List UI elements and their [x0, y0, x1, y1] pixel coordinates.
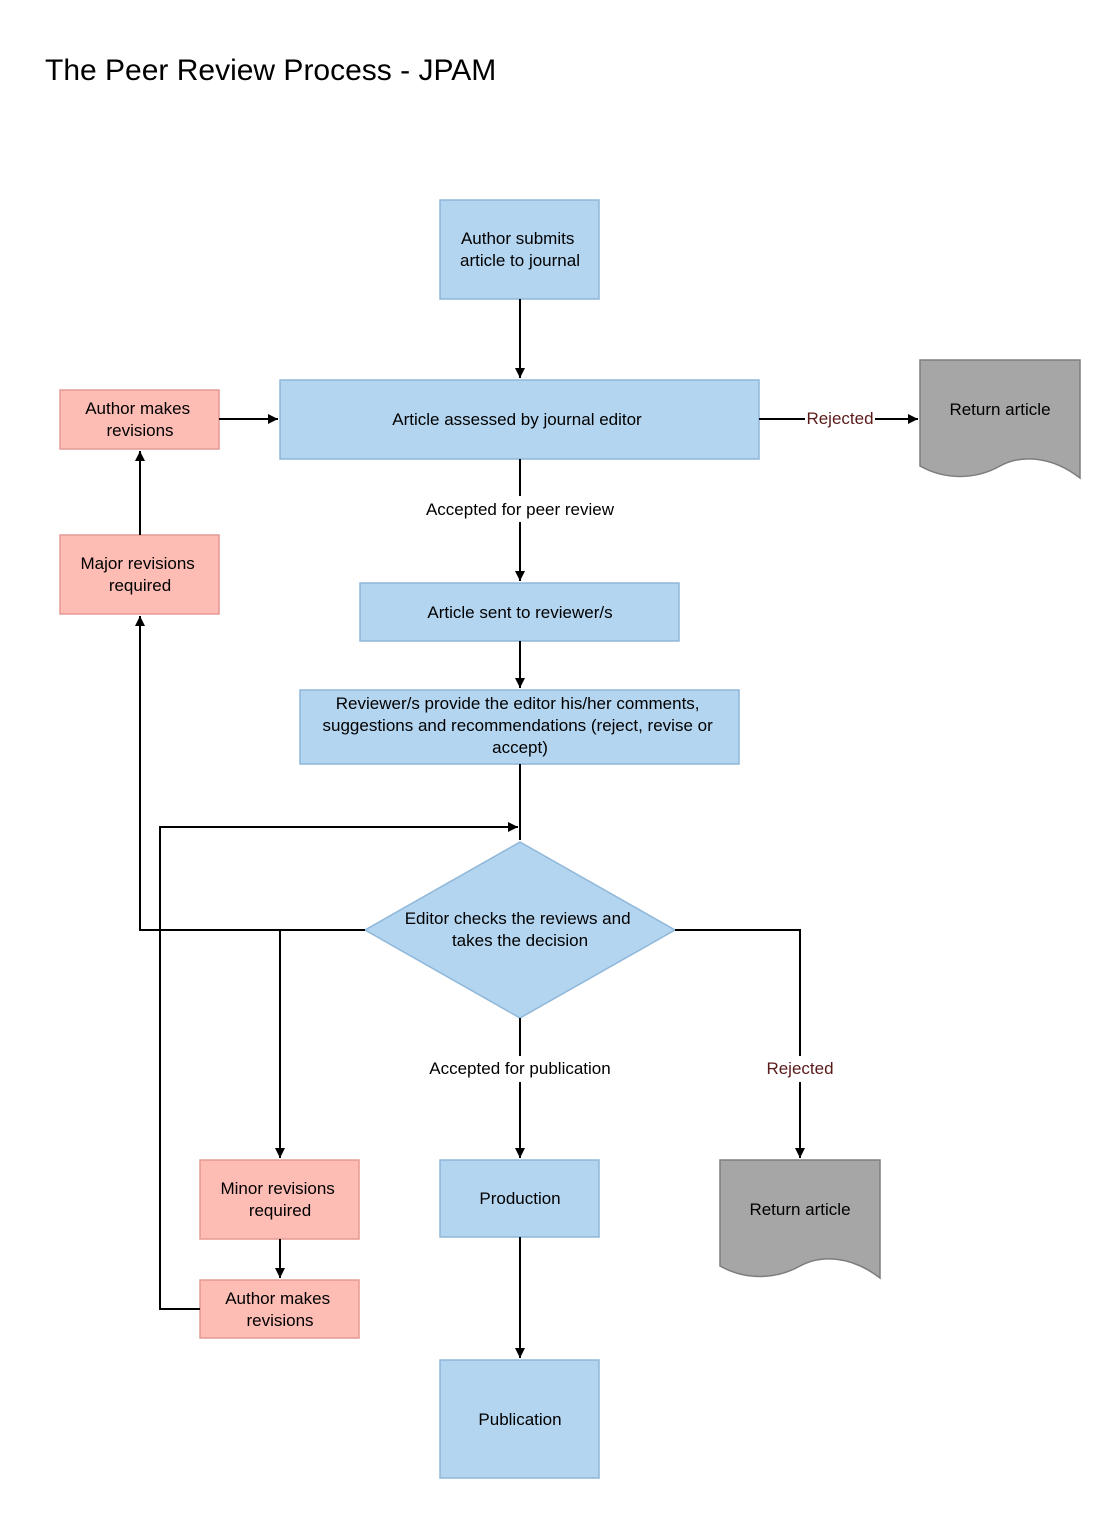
- label-author-makes-revisions-top: Author makes revisions: [85, 399, 195, 440]
- label-production: Production: [479, 1189, 560, 1208]
- label-editor-decision: Editor checks the reviews and takes the …: [405, 909, 636, 950]
- node-minor-revisions[interactable]: [199, 1159, 360, 1240]
- label-return-article-bottom: Return article: [749, 1200, 850, 1219]
- label-author-submits: Author submits article to journal: [460, 229, 580, 270]
- node-author-makes-revisions-bottom[interactable]: [199, 1279, 360, 1339]
- edge-decision-rejected-top: [675, 929, 801, 1056]
- label-major-revisions: Major revisions required: [80, 554, 199, 595]
- node-publication[interactable]: [439, 1359, 600, 1479]
- node-editor-decision[interactable]: [363, 841, 677, 1019]
- edge-label-rejected-top: Rejected: [806, 409, 873, 428]
- node-article-sent[interactable]: [359, 582, 680, 642]
- label-reviewers-provide: Reviewer/s provide the editor his/her co…: [323, 694, 718, 757]
- edge-label-accepted-peer-review: Accepted for peer review: [426, 500, 615, 519]
- label-return-article-top: Return article: [949, 400, 1050, 419]
- edge-decision-to-major: [135, 616, 365, 931]
- node-return-article-bottom[interactable]: [719, 1159, 881, 1280]
- label-author-makes-revisions-bottom: Author makes revisions: [225, 1289, 335, 1330]
- node-major-revisions[interactable]: [59, 534, 220, 615]
- edge-minor-loop-back: [159, 822, 518, 1310]
- page-title: The Peer Review Process - JPAM: [45, 54, 497, 87]
- label-article-assessed: Article assessed by journal editor: [392, 410, 642, 429]
- node-return-article-top[interactable]: [919, 359, 1081, 480]
- edge-label-rejected-bottom: Rejected: [766, 1059, 833, 1078]
- label-minor-revisions: Minor revisions required: [220, 1179, 339, 1220]
- edge-label-accepted-publication: Accepted for publication: [429, 1059, 610, 1078]
- label-article-sent: Article sent to reviewer/s: [427, 603, 612, 622]
- node-author-makes-revisions-top[interactable]: [59, 389, 220, 450]
- node-author-submits[interactable]: [439, 199, 600, 300]
- label-publication: Publication: [478, 1410, 561, 1429]
- node-article-assessed[interactable]: [279, 379, 760, 460]
